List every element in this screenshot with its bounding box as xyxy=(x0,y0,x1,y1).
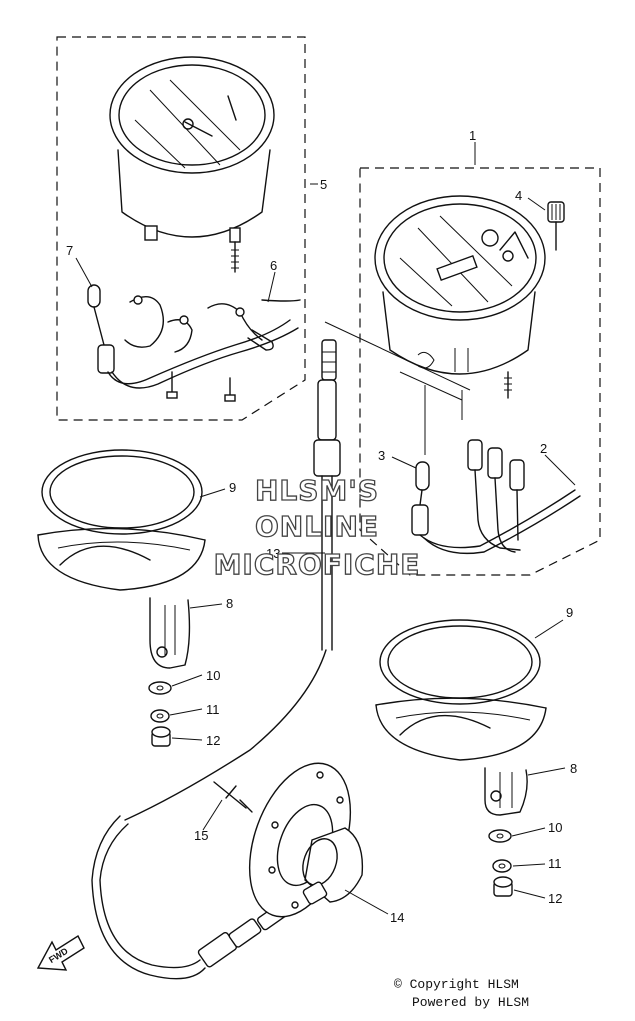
leader-lines xyxy=(324,321,471,455)
callout-11-right: 11 xyxy=(548,856,562,871)
washer-10-right xyxy=(488,829,512,843)
watermark-line-1: HLSM'S xyxy=(255,474,379,507)
callout-12-left: 12 xyxy=(206,733,220,748)
meter-holder-8-left xyxy=(37,527,206,669)
bezel-ring-9-right xyxy=(379,619,541,705)
meter-holder-8-right xyxy=(375,697,547,816)
callout-8-left: 8 xyxy=(226,596,233,611)
callout-8-right: 8 xyxy=(570,761,577,776)
callout-12-right: 12 xyxy=(548,891,562,906)
nut-11-right xyxy=(492,859,512,873)
gauge-5 xyxy=(109,56,275,273)
callout-11-left: 11 xyxy=(206,702,220,717)
speedometer-gear-unit-14 xyxy=(248,762,364,918)
callout-13: 13 xyxy=(266,546,280,561)
callout-2: 2 xyxy=(540,441,547,456)
callout-14: 14 xyxy=(390,910,404,925)
copyright-line-1: © Copyright HLSM xyxy=(394,977,519,992)
callout-10-left: 10 xyxy=(206,668,220,683)
watermark-line-3: MICROFICHE xyxy=(214,548,421,581)
assembly-box-1 xyxy=(359,167,601,576)
watermark-line-2: ONLINE xyxy=(255,510,379,543)
trip-knob-4 xyxy=(547,201,565,251)
assembly-box-5 xyxy=(56,36,306,421)
callout-7: 7 xyxy=(66,243,73,258)
callout-6: 6 xyxy=(270,258,277,273)
copyright-line-2: Powered by HLSM xyxy=(412,995,529,1010)
wire-harness-6 xyxy=(87,284,301,402)
callout-10-right: 10 xyxy=(548,820,562,835)
callout-1: 1 xyxy=(469,128,476,143)
cable-13 xyxy=(91,339,341,980)
fwd-direction-arrow: FWD xyxy=(36,934,85,971)
callout-9-left: 9 xyxy=(229,480,236,495)
gauge-1 xyxy=(374,195,546,399)
callout-leaders xyxy=(75,142,576,915)
wire-harness-2 xyxy=(419,439,581,555)
callout-9-right: 9 xyxy=(566,605,573,620)
callout-4: 4 xyxy=(515,188,522,203)
bezel-ring-9-left xyxy=(41,449,203,535)
washer-10-left xyxy=(148,681,172,695)
nut-12-left xyxy=(151,726,171,747)
callout-3: 3 xyxy=(378,448,385,463)
callout-15: 15 xyxy=(194,828,208,843)
callout-5: 5 xyxy=(320,177,327,192)
nut-11-left xyxy=(150,709,170,723)
pin-15 xyxy=(213,781,253,813)
nut-12-right xyxy=(493,876,513,897)
bulb-3 xyxy=(411,461,430,536)
